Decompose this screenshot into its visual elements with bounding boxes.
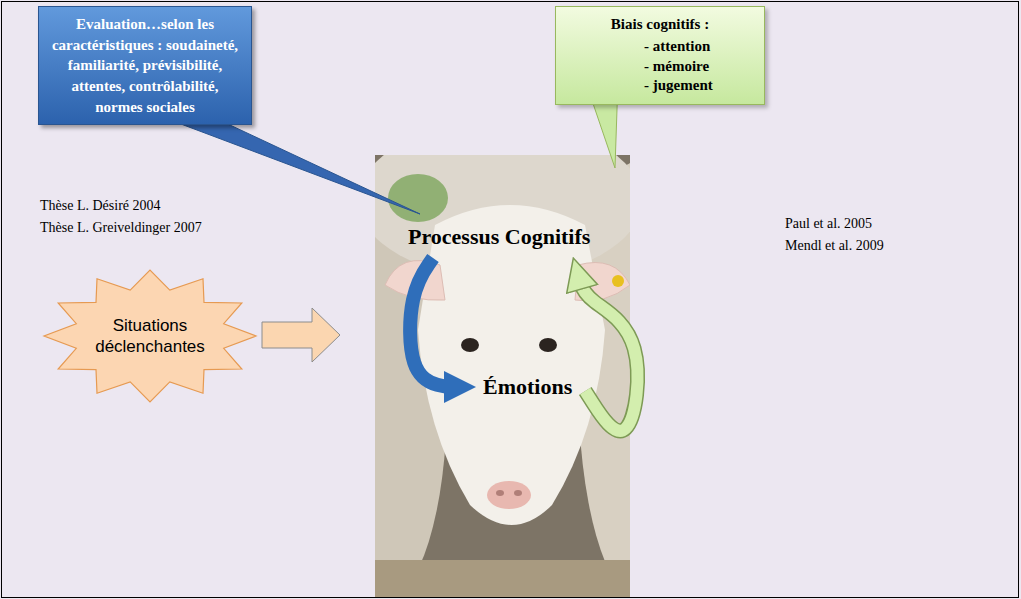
node-text: Processus Cognitifs: [408, 224, 590, 250]
node-text: Émotions: [483, 374, 572, 400]
nostril: [514, 490, 522, 496]
node-text: - mémoire: [564, 57, 756, 77]
block-arrow: [262, 308, 340, 362]
evaluation-callout: Evaluation…selon les caractéristiques : …: [38, 6, 252, 125]
connector-group: [579, 279, 637, 431]
emotion-label: Émotions: [480, 372, 575, 402]
reference-text: Thèse L. Désiré 2004: [40, 198, 161, 214]
node-text: Situations déclenchantes: [89, 315, 211, 358]
nostril: [496, 490, 504, 496]
curved-arrow: [410, 258, 454, 387]
node-text: - attention: [564, 37, 756, 57]
sheep-nose: [487, 481, 531, 509]
bias-callout: Biais cognitifs :- attention- mémoire- j…: [555, 6, 765, 105]
reference-label: Paul et al. 2005: [785, 216, 872, 232]
reference-label: Thèse L. Greiveldinger 2007: [40, 220, 202, 236]
cognition-label: Processus Cognitifs: [405, 222, 593, 252]
sheep-eye: [461, 338, 479, 352]
sheep-head: [418, 205, 605, 525]
sheep-eye: [539, 338, 557, 352]
callout-tail: [165, 118, 420, 214]
straw: [375, 560, 630, 597]
node-text: Biais cognitifs :: [564, 15, 756, 35]
star-outline: [42, 268, 258, 404]
node-text: Evaluation…selon les caractéristiques : …: [47, 14, 243, 117]
ear-tag: [612, 275, 624, 287]
reference-text: Thèse L. Greiveldinger 2007: [40, 220, 202, 236]
reference-text: Paul et al. 2005: [785, 216, 872, 232]
reference-label: Mendl et al. 2009: [785, 238, 884, 254]
node-text: - jugement: [564, 76, 756, 96]
sheep-photo: [375, 155, 630, 597]
connector-outline: [579, 279, 637, 431]
connector-group: [410, 258, 454, 387]
trigger-star: Situations déclenchantes: [42, 268, 258, 404]
reference-label: Thèse L. Désiré 2004: [40, 198, 161, 214]
paint-mark: [388, 174, 448, 222]
curved-arrow: [579, 279, 637, 431]
star-shape: [44, 270, 256, 402]
reference-text: Mendl et al. 2009: [785, 238, 884, 254]
